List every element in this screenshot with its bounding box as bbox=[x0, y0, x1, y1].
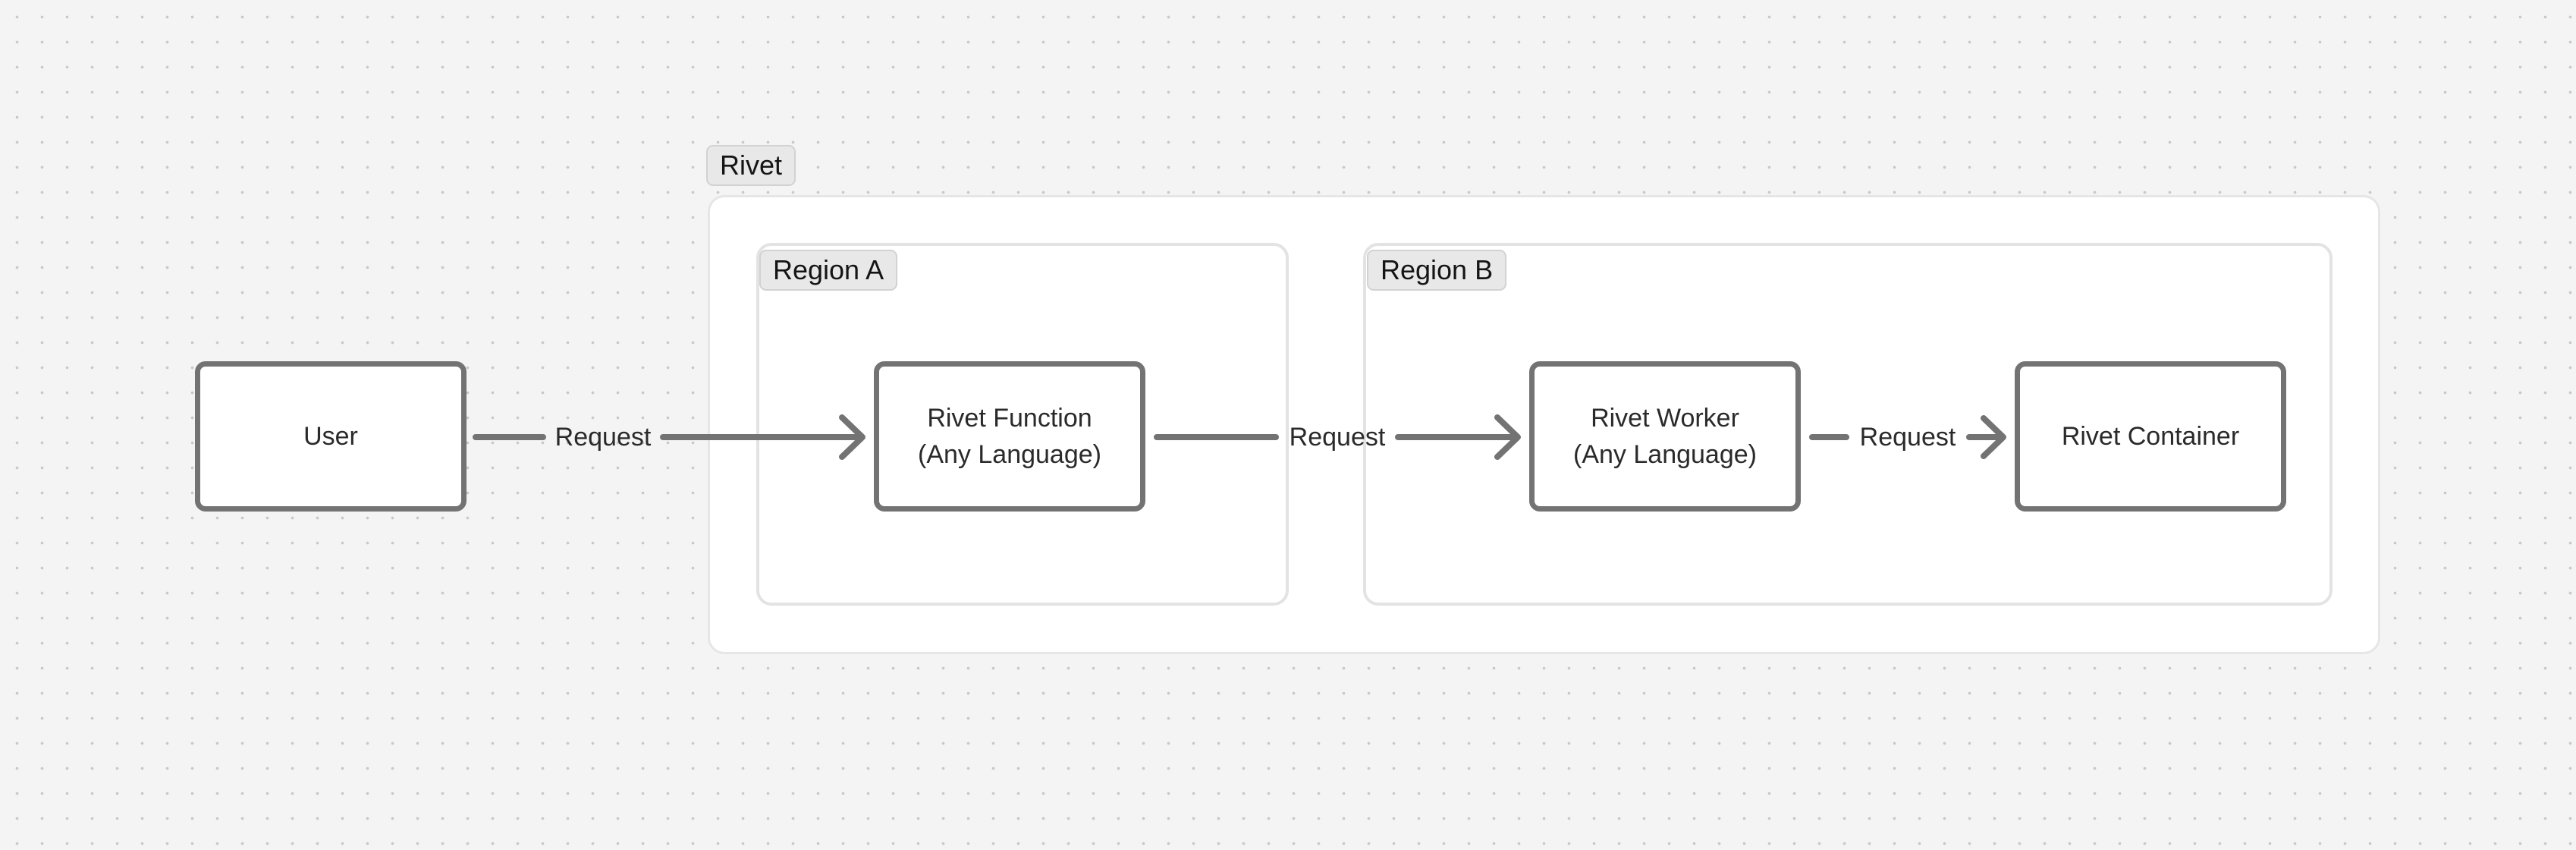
rivet-container-node: Rivet Container bbox=[2015, 361, 2286, 512]
rivet-function-node: Rivet Function (Any Language) bbox=[874, 361, 1145, 512]
rivet-group-label: Rivet bbox=[706, 145, 796, 186]
edge-user-to-function bbox=[473, 414, 865, 460]
node-label: Rivet Container bbox=[2061, 422, 2240, 451]
edge-label-request: Request bbox=[1859, 423, 1956, 452]
arrowhead-icon bbox=[1494, 414, 1521, 460]
region-b-label: Region B bbox=[1367, 250, 1507, 291]
arrowhead-icon bbox=[1981, 415, 2006, 459]
edge-worker-to-container bbox=[1809, 415, 2006, 459]
node-label: Rivet Worker bbox=[1591, 404, 1739, 433]
edge-label-request: Request bbox=[1289, 423, 1386, 452]
node-label: Rivet Function bbox=[927, 404, 1092, 433]
region-a-label: Region A bbox=[759, 250, 898, 291]
edge-label-request: Request bbox=[554, 423, 652, 452]
edge-function-to-worker bbox=[1154, 414, 1521, 460]
node-sublabel: (Any Language) bbox=[918, 440, 1101, 469]
user-node: User bbox=[195, 361, 467, 512]
node-sublabel: (Any Language) bbox=[1573, 440, 1757, 469]
rivet-worker-node: Rivet Worker (Any Language) bbox=[1529, 361, 1801, 512]
arrowhead-icon bbox=[839, 414, 865, 460]
node-label: User bbox=[303, 422, 358, 451]
